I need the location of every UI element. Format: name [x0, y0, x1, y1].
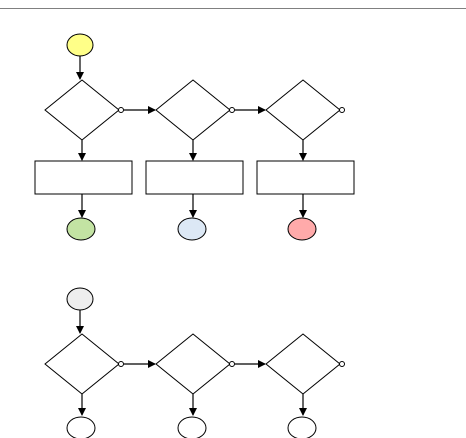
no-port-3 [339, 107, 345, 113]
flow-bottom [44, 287, 345, 438]
decision-node-2[interactable] [155, 333, 231, 395]
decision-node-3[interactable] [265, 333, 341, 395]
end-node-blue[interactable] [177, 217, 207, 241]
decision-node-3[interactable] [265, 79, 341, 141]
decision-node-1[interactable] [44, 79, 120, 141]
no-port-3 [339, 361, 345, 367]
end-node-2[interactable] [177, 416, 207, 438]
decision-node-2[interactable] [155, 79, 231, 141]
end-node-1[interactable] [66, 416, 96, 438]
no-port-2 [229, 107, 235, 113]
end-node-red[interactable] [287, 217, 317, 241]
no-port-2 [229, 361, 235, 367]
end-node-3[interactable] [287, 416, 317, 438]
process-box-1[interactable] [34, 160, 133, 195]
process-box-3[interactable] [256, 160, 355, 195]
decision-node-1[interactable] [44, 333, 120, 395]
no-port-1 [118, 107, 124, 113]
process-box-2[interactable] [145, 160, 244, 195]
no-port-1 [118, 361, 124, 367]
start-node[interactable] [66, 33, 94, 57]
flow-top [34, 33, 355, 241]
end-node-green[interactable] [66, 217, 96, 241]
start-node[interactable] [66, 287, 94, 311]
